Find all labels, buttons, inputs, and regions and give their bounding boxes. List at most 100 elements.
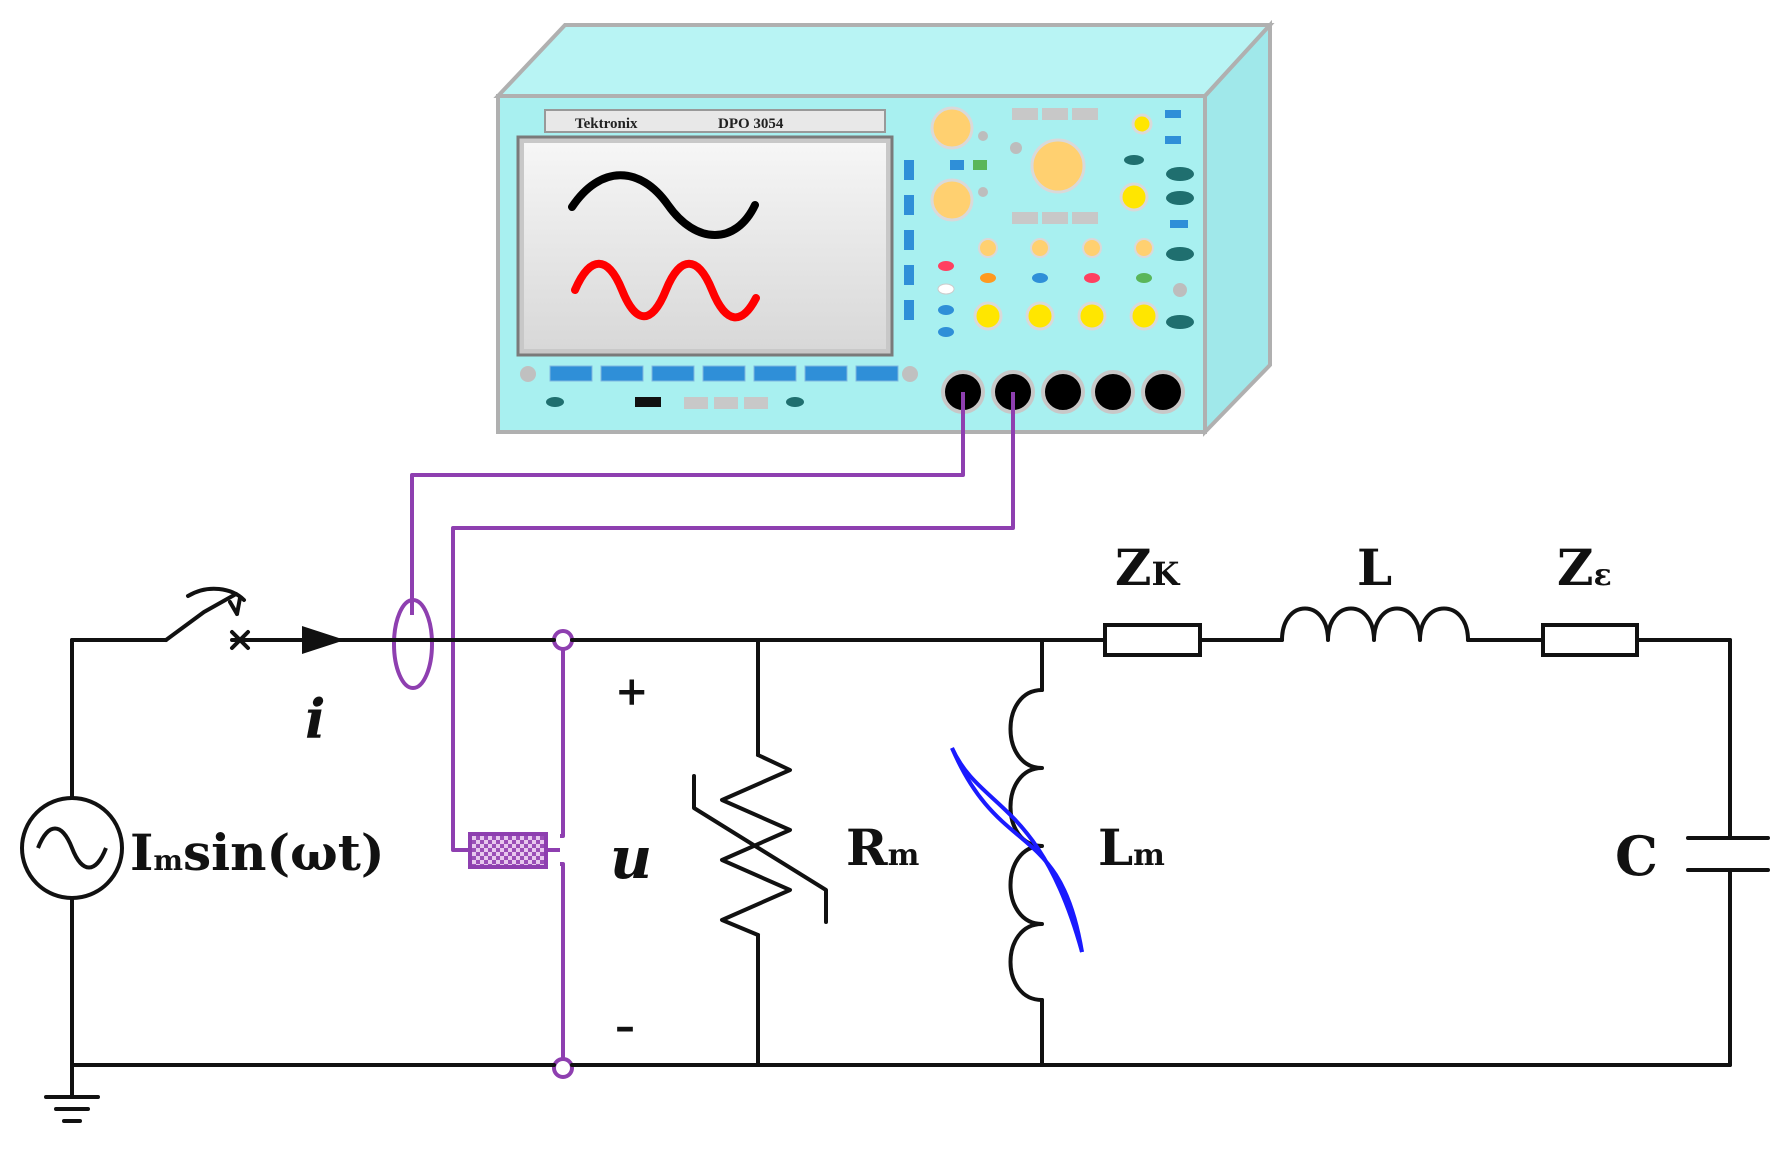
zk-impedance — [1103, 623, 1202, 657]
button-blue[interactable] — [950, 160, 964, 170]
button-blue[interactable] — [1165, 136, 1181, 144]
side-button[interactable] — [904, 195, 914, 215]
oscilloscope-top-face — [493, 23, 1275, 98]
horizontal-scale-knob[interactable] — [1030, 138, 1086, 194]
softkey-round[interactable] — [902, 366, 918, 382]
button-white[interactable] — [937, 283, 955, 295]
oscilloscope-screen — [524, 143, 886, 349]
small-button[interactable] — [684, 397, 708, 409]
button-gray[interactable] — [1042, 108, 1068, 120]
button-blue-round[interactable] — [938, 327, 954, 337]
side-button[interactable] — [904, 300, 914, 320]
softkey[interactable] — [855, 365, 899, 382]
button-gray[interactable] — [1042, 212, 1068, 224]
small-knob[interactable] — [1173, 283, 1187, 297]
small-knob[interactable] — [1010, 142, 1022, 154]
switch-cross-icon — [230, 630, 250, 650]
small-button[interactable] — [714, 397, 738, 409]
small-knob[interactable] — [978, 187, 988, 197]
black-waveform-trace — [568, 171, 759, 239]
brand-label: Tektronix — [575, 116, 638, 132]
softkey-round[interactable] — [520, 366, 536, 382]
brand-strip — [544, 109, 886, 133]
side-button[interactable] — [904, 230, 914, 250]
channel-knob[interactable] — [1025, 301, 1055, 331]
ground-symbol — [44, 1063, 100, 1123]
button-teal[interactable] — [1124, 155, 1144, 165]
probe-terminal-bottom — [552, 1057, 574, 1079]
button-green[interactable] — [973, 160, 987, 170]
capacitor-c — [1686, 836, 1770, 872]
small-button[interactable] — [635, 397, 661, 407]
nonlinear-resistor-rm — [692, 753, 828, 937]
knob-orange[interactable] — [1030, 238, 1050, 258]
side-button[interactable] — [904, 265, 914, 285]
probe-terminal-top — [552, 629, 574, 651]
vertical-scale-knob[interactable] — [930, 178, 974, 222]
channel-knob[interactable] — [973, 301, 1003, 331]
side-buttons — [904, 160, 914, 320]
ze-impedance — [1541, 623, 1639, 657]
source-label-sub: m — [153, 844, 183, 877]
button-teal[interactable] — [1166, 191, 1194, 205]
channel-4-input[interactable] — [1091, 370, 1135, 414]
l-inductor — [1280, 606, 1470, 642]
voltage-probe-tips — [546, 640, 565, 1068]
softkey[interactable] — [549, 365, 593, 382]
button-gray[interactable] — [1012, 212, 1038, 224]
button-teal[interactable] — [1166, 315, 1194, 329]
button-blue-round[interactable] — [938, 305, 954, 315]
button-gray[interactable] — [1012, 108, 1038, 120]
knob-orange[interactable] — [978, 238, 998, 258]
ze-label-main: Z — [1557, 538, 1594, 597]
voltage-probe-lead — [451, 392, 1015, 852]
knob-orange[interactable] — [1134, 238, 1154, 258]
softkey[interactable] — [651, 365, 695, 382]
knob-yellow[interactable] — [1119, 182, 1149, 212]
zk-label-sub: K — [1152, 555, 1181, 593]
switch-blade — [164, 592, 238, 642]
current-arrow-icon — [302, 626, 345, 654]
channel-3-input[interactable] — [1041, 370, 1085, 414]
control-panel — [930, 106, 1194, 337]
circuit-breaker-switch — [164, 586, 250, 650]
button-gray[interactable] — [1072, 212, 1098, 224]
oscilloscope: Tektronix DPO 3054 — [493, 19, 1275, 437]
side-button[interactable] — [904, 160, 914, 180]
button-teal[interactable] — [1166, 167, 1194, 181]
vertical-position-knob[interactable] — [930, 106, 974, 150]
button-orange[interactable] — [980, 273, 996, 283]
softkey[interactable] — [600, 365, 644, 382]
channel-knob[interactable] — [1077, 301, 1107, 331]
button-red[interactable] — [938, 261, 954, 271]
rm-label-sub: m — [888, 838, 920, 873]
button-teal[interactable] — [1166, 247, 1194, 261]
button-gray[interactable] — [1072, 108, 1098, 120]
voltage-probe-body — [468, 832, 548, 869]
l-label: L — [1357, 538, 1392, 597]
softkey[interactable] — [702, 365, 746, 382]
rm-label-main: R — [846, 818, 888, 877]
button-blue-round[interactable] — [1032, 273, 1048, 283]
ze-label: Zε — [1557, 538, 1612, 597]
ze-label-sub: ε — [1594, 558, 1612, 593]
channel-knob[interactable] — [1129, 301, 1159, 331]
small-button[interactable] — [546, 397, 564, 407]
knob-orange[interactable] — [1082, 238, 1102, 258]
aux-input[interactable] — [1141, 370, 1185, 414]
lm-label-sub: m — [1133, 838, 1165, 873]
button-green-round[interactable] — [1136, 273, 1152, 283]
red-waveform-trace — [571, 259, 760, 322]
small-button[interactable] — [744, 397, 768, 409]
small-button[interactable] — [786, 397, 804, 407]
ac-current-source — [20, 796, 124, 900]
button-blue[interactable] — [1165, 110, 1181, 118]
lm-label: Lm — [1098, 818, 1165, 877]
button-red[interactable] — [1084, 273, 1100, 283]
softkey[interactable] — [804, 365, 848, 382]
knob-yellow[interactable] — [1131, 113, 1153, 135]
small-knob[interactable] — [978, 131, 988, 141]
button-blue[interactable] — [1170, 220, 1188, 228]
softkey[interactable] — [753, 365, 797, 382]
source-label-rest: sin(ωt) — [183, 823, 385, 882]
